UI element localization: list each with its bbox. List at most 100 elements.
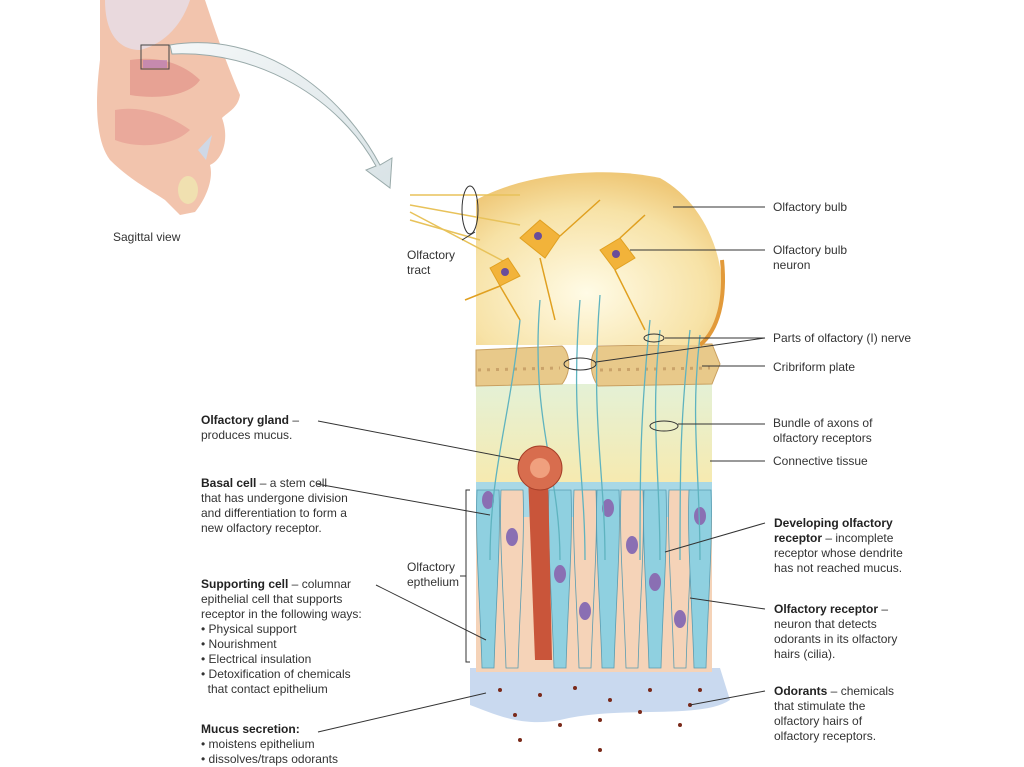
- label-line: neuron: [773, 258, 811, 272]
- cell-nucleus: [602, 499, 614, 517]
- odorant-molecules: [498, 686, 702, 752]
- bullet-item: that contact epithelium: [207, 682, 328, 696]
- bullet-item: Electrical insulation: [201, 652, 362, 667]
- odorant-dot: [598, 718, 602, 722]
- bullet-item: Detoxification of chemicals: [201, 667, 362, 682]
- olfactory-receptor-cell: [596, 489, 620, 669]
- olfactory-bulb: [476, 172, 723, 345]
- zoom-arrow: [169, 42, 393, 189]
- label-line: epthelium: [407, 575, 460, 589]
- label-line: and differentiation to form a: [201, 506, 347, 520]
- label-olfactory-bulb: Olfactory bulb: [773, 200, 848, 214]
- label-bundle-of-axons: Bundle of axons of olfactory receptors: [773, 416, 872, 446]
- axon: [694, 334, 701, 561]
- axon: [489, 319, 521, 561]
- label-olfactory-gland: Olfactory gland – produces mucus.: [201, 413, 300, 442]
- axon: [679, 329, 691, 561]
- label-line: olfactory receptors.: [774, 729, 877, 743]
- label-line: epithelial cell that supports: [201, 592, 343, 606]
- label-line: a stem cell: [269, 476, 328, 490]
- label-title: Olfactory gland: [201, 413, 290, 427]
- label-title: receptor: [774, 531, 823, 545]
- cell-nucleus: [694, 507, 706, 525]
- label-basal-cell: Basal cell – a stem cell that has underg…: [201, 476, 348, 535]
- label-line: columnar: [301, 577, 352, 591]
- label-line: that has undergone division: [201, 491, 348, 505]
- odorant-dot: [678, 723, 682, 727]
- label-line: neuron that detects: [774, 617, 877, 631]
- label-title: Supporting cell: [201, 577, 289, 591]
- axon: [537, 299, 561, 561]
- odorant-dot: [573, 686, 577, 690]
- label-title: Developing olfactory: [774, 516, 893, 530]
- label-line: produces mucus.: [201, 428, 293, 442]
- leader-lines: [316, 206, 766, 733]
- label-line: odorants in its olfactory: [774, 632, 898, 646]
- cell-nucleus: [482, 491, 494, 509]
- odorant-dot: [518, 738, 522, 742]
- label-title: Odorants: [774, 684, 828, 698]
- tract-outline-ellipse: [461, 185, 479, 235]
- sagittal-view-caption: Sagittal view: [113, 230, 181, 244]
- cell-nucleus: [649, 573, 661, 591]
- sagittal-head-view: [97, 0, 241, 215]
- bullet-item: Nourishment: [201, 637, 362, 652]
- label-olfactory-receptor: Olfactory receptor – neuron that detects…: [774, 602, 898, 661]
- olfactory-nerve-axons: [489, 294, 701, 561]
- label-line: receptor in the following ways:: [201, 607, 362, 621]
- olfactory-epithelium: [476, 482, 712, 672]
- label-line: that stimulate the: [774, 699, 866, 713]
- cell-nucleus: [674, 610, 686, 628]
- label-line: Olfactory: [407, 560, 456, 574]
- label-line: has not reached mucus.: [774, 561, 903, 575]
- odorant-dot: [648, 688, 652, 692]
- label-line: olfactory receptors: [773, 431, 872, 445]
- odorant-dot: [638, 710, 642, 714]
- label-olfactory-bulb-neuron: Olfactory bulb neuron: [773, 243, 847, 273]
- axon: [575, 299, 586, 561]
- axon: [595, 294, 606, 561]
- axon: [654, 329, 661, 561]
- supporting-cell: [573, 489, 597, 669]
- label-line: Bundle of axons of: [773, 416, 873, 430]
- label-odorants: Odorants – chemicals that stimulate the …: [774, 684, 895, 743]
- label-line: tract: [407, 263, 431, 277]
- olfactory-receptor-cell: [476, 489, 500, 669]
- label-developing-receptor: Developing olfactory receptor – incomple…: [774, 516, 903, 575]
- label-title: Olfactory receptor: [774, 602, 879, 616]
- label-line: receptor whose dendrite: [774, 546, 903, 560]
- odorant-dot: [513, 713, 517, 717]
- mucus-layer: [470, 668, 730, 723]
- olfactory-receptor-cell: [688, 489, 712, 669]
- label-olfactory-tract: Olfactory tract: [407, 248, 455, 278]
- odorant-dot: [558, 723, 562, 727]
- odorant-dot: [498, 688, 502, 692]
- axon: [639, 319, 651, 561]
- bullet-item: dissolves/traps odorants: [201, 752, 338, 767]
- odorant-dot: [608, 698, 612, 702]
- label-line: Olfactory: [407, 248, 456, 262]
- cell-nucleus: [506, 528, 518, 546]
- odorant-dot: [538, 693, 542, 697]
- label-supporting-cell: Supporting cell – columnar epithelial ce…: [201, 577, 362, 697]
- bullet-item: Physical support: [201, 622, 362, 637]
- label-title: Mucus secretion:: [201, 722, 300, 736]
- label-line: new olfactory receptor.: [201, 521, 322, 535]
- cell-nucleus: [554, 565, 566, 583]
- supporting-cell: [620, 489, 644, 669]
- label-line: hairs (cilia).: [774, 647, 836, 661]
- odorant-dot: [598, 748, 602, 752]
- label-mucus-secretion: Mucus secretion: moistens epithelium dis…: [201, 722, 338, 767]
- olfactory-bulb-neurons: [464, 199, 646, 331]
- label-line: Olfactory bulb: [773, 243, 848, 257]
- label-line: chemicals: [840, 684, 895, 698]
- label-connective-tissue: Connective tissue: [773, 454, 868, 468]
- olfactory-gland: [517, 445, 563, 660]
- label-title: Basal cell: [201, 476, 257, 490]
- label-line: incomplete: [835, 531, 894, 545]
- label-line: olfactory hairs of: [774, 714, 863, 728]
- connective-tissue: [476, 384, 712, 482]
- odorant-dot: [698, 688, 702, 692]
- label-cribriform-plate: Cribriform plate: [773, 360, 856, 374]
